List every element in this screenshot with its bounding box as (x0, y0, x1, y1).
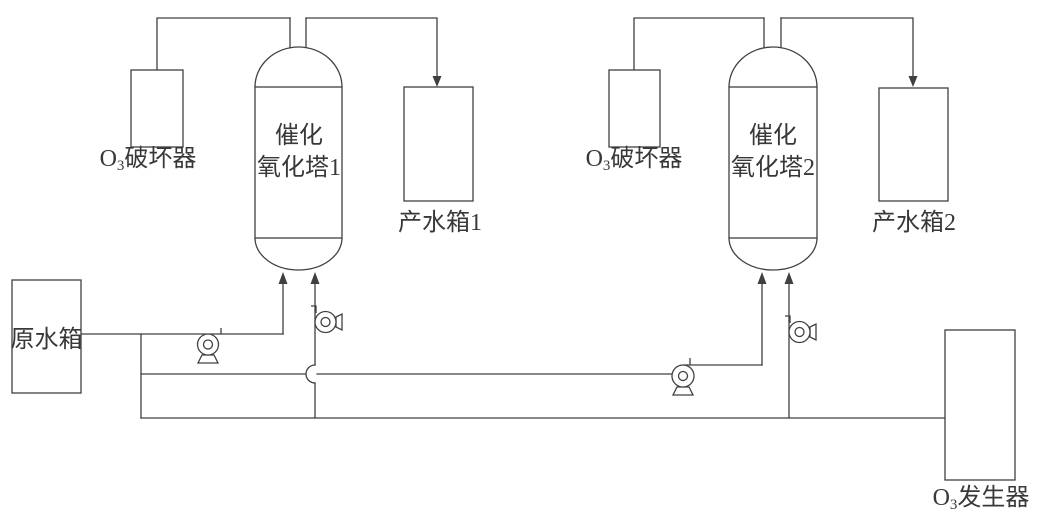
oxidation-tower-1-label-line2: 氧化塔1 (257, 155, 341, 181)
o3-destroyer-1-box (130, 69, 184, 148)
o3-generator-label-sub: 3 (949, 497, 958, 513)
pump-1-eye (202, 339, 214, 350)
pipe-tower1-to-tank1 (305, 17, 438, 77)
raw-water-tank-box (11, 279, 82, 394)
oxidation-tower-2-label: 催化氧化塔2 (731, 120, 815, 184)
o3-destroyer-1-label: O3破坏器 (99, 146, 197, 174)
oxidation-tower-2-label-line1: 催化 (749, 123, 797, 149)
pump-1-icon (196, 328, 222, 364)
pump-2-flange (335, 312, 343, 332)
o3-generator-label-rest: 发生器 (957, 485, 1030, 511)
pump-3-eye (677, 370, 689, 382)
o3-destroyer-2-label: O3破坏器 (585, 146, 683, 174)
product-tank-2-box (878, 87, 949, 202)
raw-water-tank-label: 原水箱 (10, 327, 83, 353)
product-tank-1-box (403, 86, 474, 202)
tower2-top-head (728, 46, 818, 88)
pump-2-icon (311, 305, 343, 334)
o3-destroyer-2-label-sub: 3 (602, 158, 611, 174)
o3-destroyer-2-label-o: O (585, 146, 603, 172)
o3-generator-label: O3发生器 (932, 485, 1030, 513)
tower2-shell (728, 86, 818, 239)
tower1-bottom-head (254, 237, 343, 271)
o3-destroyer-2-box (608, 69, 661, 148)
pump-4-eye (794, 326, 805, 338)
tower1-top-head (254, 46, 343, 88)
oxidation-tower-1-label-line1: 催化 (275, 123, 323, 149)
product-tank-2-label: 产水箱2 (872, 210, 956, 236)
tower2-bottom-head (728, 237, 818, 271)
o3-destroyer-2-label-rest: 破坏器 (610, 146, 683, 172)
pipe-tower2-offgas (633, 17, 765, 71)
pipes (80, 17, 946, 419)
oxidation-tower-1-vessel (254, 46, 343, 271)
pump-3-icon (671, 358, 695, 396)
pump-4-icon (785, 315, 817, 344)
arrow-into-tower2-right (784, 272, 794, 284)
pipe-tower2-to-tank2 (780, 17, 914, 77)
arrow-into-tank1 (432, 76, 442, 87)
o3-generator-box (944, 329, 1016, 481)
arrow-into-tower1-left (278, 272, 288, 284)
product-tank-1-label: 产水箱1 (398, 210, 482, 236)
pumps (196, 305, 817, 396)
vessels (11, 46, 1016, 481)
arrow-into-tank2 (908, 76, 918, 87)
o3-destroyer-1-label-o: O (99, 146, 117, 172)
pump-1-stand (196, 354, 220, 364)
pump-3-stand (671, 386, 695, 396)
pump-2-eye (320, 316, 331, 328)
oxidation-tower-2-label-line2: 氧化塔2 (731, 155, 815, 181)
arrow-into-tower1-right (310, 272, 320, 284)
pump-4-discharge-tick (785, 315, 791, 323)
tower1-shell (254, 86, 343, 239)
pipe-tower1-offgas (156, 17, 291, 71)
o3-destroyer-1-label-sub: 3 (116, 158, 125, 174)
o3-generator-label-o: O (932, 485, 950, 511)
pump-2-discharge-tick (311, 305, 317, 313)
o3-destroyer-1-label-rest: 破坏器 (124, 146, 197, 172)
pump-4-flange (809, 322, 817, 342)
oxidation-tower-1-label: 催化氧化塔1 (257, 120, 341, 184)
oxidation-tower-2-vessel (728, 46, 818, 271)
flow-arrows (278, 76, 918, 284)
arrow-into-tower2-left (757, 272, 767, 284)
pipe-line-jump-arc (305, 364, 316, 384)
